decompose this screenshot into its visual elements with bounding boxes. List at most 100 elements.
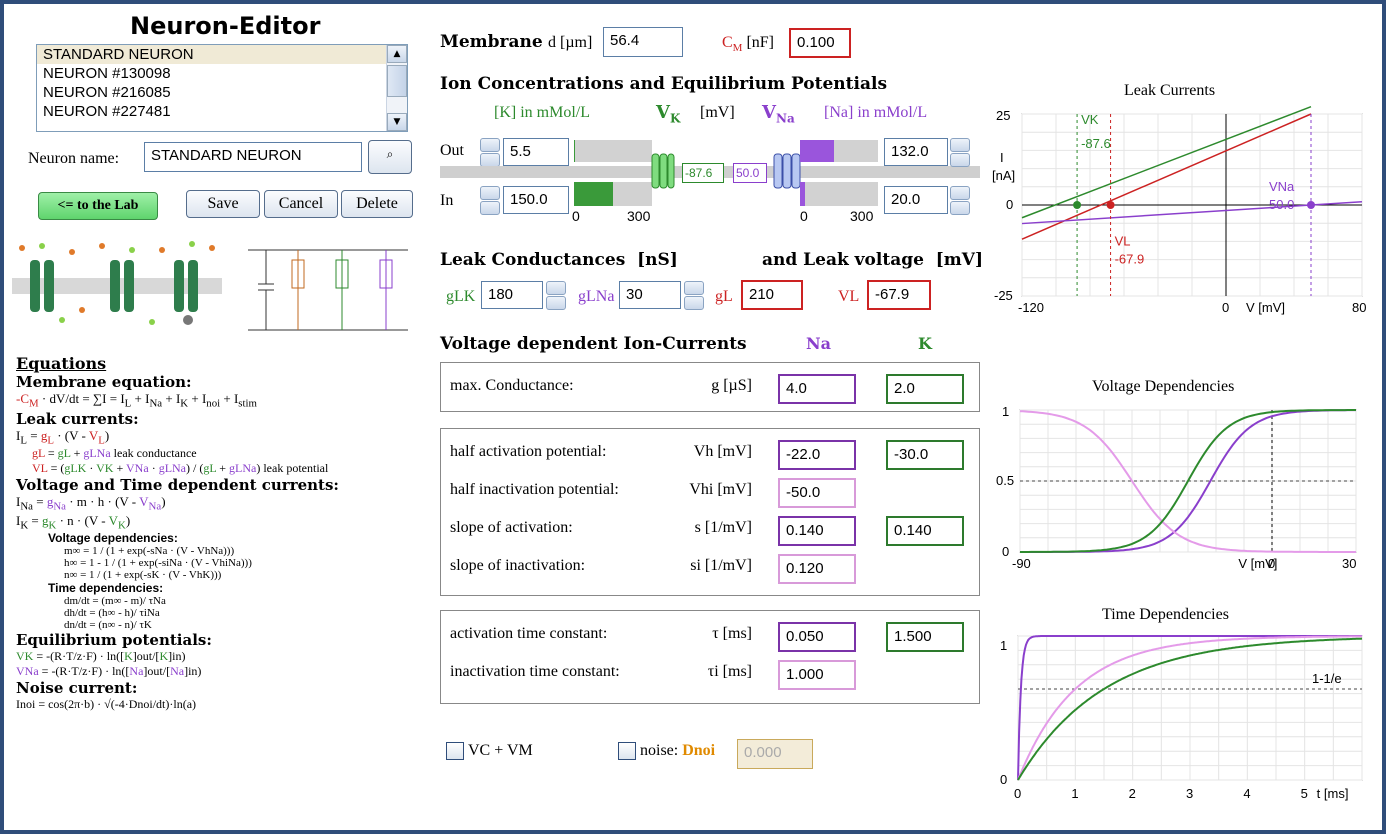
scroll-thumb[interactable] xyxy=(387,65,407,97)
na-scale-0: 0 xyxy=(800,208,808,224)
ina-eq: INa = gNa · m · h · (V - VNa) xyxy=(16,494,166,513)
k-param-input[interactable]: 2.0 xyxy=(886,374,964,404)
delete-button[interactable]: Delete xyxy=(341,190,413,218)
k-out-bar xyxy=(574,140,652,162)
x-tick-label: 3 xyxy=(1186,786,1193,801)
y-tick-label: 1 xyxy=(1000,638,1007,653)
vk-annotation: VK xyxy=(1081,112,1099,127)
d-input[interactable]: 56.4 xyxy=(603,27,683,57)
param-unit: s [1/mV] xyxy=(694,519,752,536)
time-chart-title: Time Dependencies xyxy=(1102,606,1229,623)
k-out-stepper[interactable] xyxy=(480,138,500,167)
na-param-input[interactable]: 1.000 xyxy=(778,660,856,690)
to-lab-button[interactable]: <= to the Lab xyxy=(38,192,158,220)
noise-checkbox[interactable] xyxy=(618,742,636,760)
ions-title: Ion Concentrations and Equilibrium Poten… xyxy=(440,74,888,94)
k-param-input[interactable]: -30.0 xyxy=(886,440,964,470)
eqpot-heading: Equilibrium potentials: xyxy=(16,631,212,650)
na-channel-icon xyxy=(773,153,801,189)
k-param-input[interactable]: 0.140 xyxy=(886,516,964,546)
leak-eq: IL = gL · (V - VL) xyxy=(16,427,110,447)
marker-point-VK xyxy=(1073,201,1082,209)
vna-label: VNa xyxy=(762,102,795,126)
param-label: inactivation time constant: xyxy=(450,663,620,680)
noise-label: noise: Dnoi xyxy=(640,742,716,759)
list-item[interactable]: NEURON #227481 xyxy=(43,103,171,120)
vt-eq-heading: Voltage and Time dependent currents: xyxy=(16,476,339,495)
param-label: slope of inactivation: xyxy=(450,557,586,574)
na-param-input[interactable]: 0.140 xyxy=(778,516,856,546)
scroll-up-icon[interactable]: ▲ xyxy=(387,45,407,63)
glna-input[interactable]: 30 xyxy=(619,281,681,309)
na-out-input[interactable]: 132.0 xyxy=(884,138,948,166)
vl-annotation-value: -67.9 xyxy=(1115,252,1145,267)
glna-stepper[interactable] xyxy=(684,281,704,310)
gl-label: gL xyxy=(715,288,733,305)
na-param-input[interactable]: -22.0 xyxy=(778,440,856,470)
d-label: d [µm] xyxy=(548,34,593,51)
vc-vm-checkbox[interactable] xyxy=(446,742,464,760)
na-out-stepper[interactable] xyxy=(950,138,970,167)
neuron-list[interactable]: STANDARD NEURON NEURON #130098 NEURON #2… xyxy=(36,44,408,132)
na-in-stepper[interactable] xyxy=(950,186,970,215)
series-line-h∞ xyxy=(1019,410,1356,553)
cm-input[interactable]: 0.100 xyxy=(789,28,851,58)
series-line-VK xyxy=(1021,106,1312,219)
list-scrollbar[interactable]: ▲ ▼ xyxy=(386,45,407,131)
na-param-input[interactable]: -50.0 xyxy=(778,478,856,508)
glk-label: gLK xyxy=(446,288,476,305)
na-param-input[interactable]: 4.0 xyxy=(778,374,856,404)
k-out-input[interactable]: 5.5 xyxy=(503,138,569,166)
na-param-input[interactable]: 0.120 xyxy=(778,554,856,584)
marker-point-VNa xyxy=(1307,201,1315,209)
vdep-heading: Voltage dependencies: xyxy=(48,531,178,546)
dm-eq: dm/dt = (m∞ - m)/ τNa xyxy=(64,595,166,608)
noise-input[interactable]: 0.000 xyxy=(737,739,813,769)
ninf-eq: n∞ = 1 / (1 + exp(-sK · (V - VhK))) xyxy=(64,569,222,582)
x-tick-label: 4 xyxy=(1243,786,1250,801)
list-item[interactable]: NEURON #216085 xyxy=(43,84,171,101)
x-tick-label: 5 xyxy=(1301,786,1308,801)
voltage-chart-title: Voltage Dependencies xyxy=(1092,378,1235,395)
k-out-fill xyxy=(574,140,576,162)
vna-value: 50.0 xyxy=(733,163,767,183)
vl-eq: VL = (gLK · VK + VNa · gLNa) / (gL + gLN… xyxy=(32,461,329,476)
equations-title: Equations xyxy=(16,354,107,373)
x-tick-label: -90 xyxy=(1012,556,1031,571)
x-tick-label: 0 xyxy=(1268,556,1275,571)
in-label: In xyxy=(440,192,454,209)
vna-annotation: VNa xyxy=(1269,179,1295,194)
noise-eq: Inoi = cos(2π·b) · √(-4·Dnoi/dt)·ln(a) xyxy=(16,697,197,712)
na-in-input[interactable]: 20.0 xyxy=(884,186,948,214)
param-label: activation time constant: xyxy=(450,625,608,642)
glk-stepper[interactable] xyxy=(546,281,566,310)
k-column-label: K xyxy=(918,334,932,353)
x-axis-label: t [ms] xyxy=(1317,786,1349,801)
vna-eq: VNa = -(R·T/z·F) · ln([Na]out/[Na]in) xyxy=(16,664,202,679)
neuron-name-input[interactable]: STANDARD NEURON xyxy=(144,142,362,172)
k-param-input[interactable]: 1.500 xyxy=(886,622,964,652)
list-item[interactable]: NEURON #130098 xyxy=(43,65,171,82)
out-label: Out xyxy=(440,142,464,159)
leak-title: Leak Conductances [nS] xyxy=(440,250,678,270)
scroll-down-icon[interactable]: ▼ xyxy=(387,113,407,131)
tdep-heading: Time dependencies: xyxy=(48,581,164,596)
save-button[interactable]: Save xyxy=(186,190,260,218)
param-unit: si [1/mV] xyxy=(690,557,752,574)
x-axis-label: V [mV] xyxy=(1246,300,1285,315)
glk-input[interactable]: 180 xyxy=(481,281,543,309)
na-param-input[interactable]: 0.050 xyxy=(778,622,856,652)
search-button[interactable]: ⌕ xyxy=(368,140,412,174)
x-tick-label: -120 xyxy=(1018,300,1044,315)
list-item[interactable]: STANDARD NEURON xyxy=(37,45,407,64)
series-line-h xyxy=(1017,635,1362,781)
cm-label: CM [nF] xyxy=(722,34,775,55)
cancel-button[interactable]: Cancel xyxy=(264,190,338,218)
vk-label: VK xyxy=(656,102,681,126)
gl-eq: gL = gL + gLNa leak conductance xyxy=(32,446,197,461)
k-in-input[interactable]: 150.0 xyxy=(503,186,569,214)
vdep-title: Voltage dependent Ion-Currents xyxy=(440,334,747,354)
k-in-stepper[interactable] xyxy=(480,186,500,215)
